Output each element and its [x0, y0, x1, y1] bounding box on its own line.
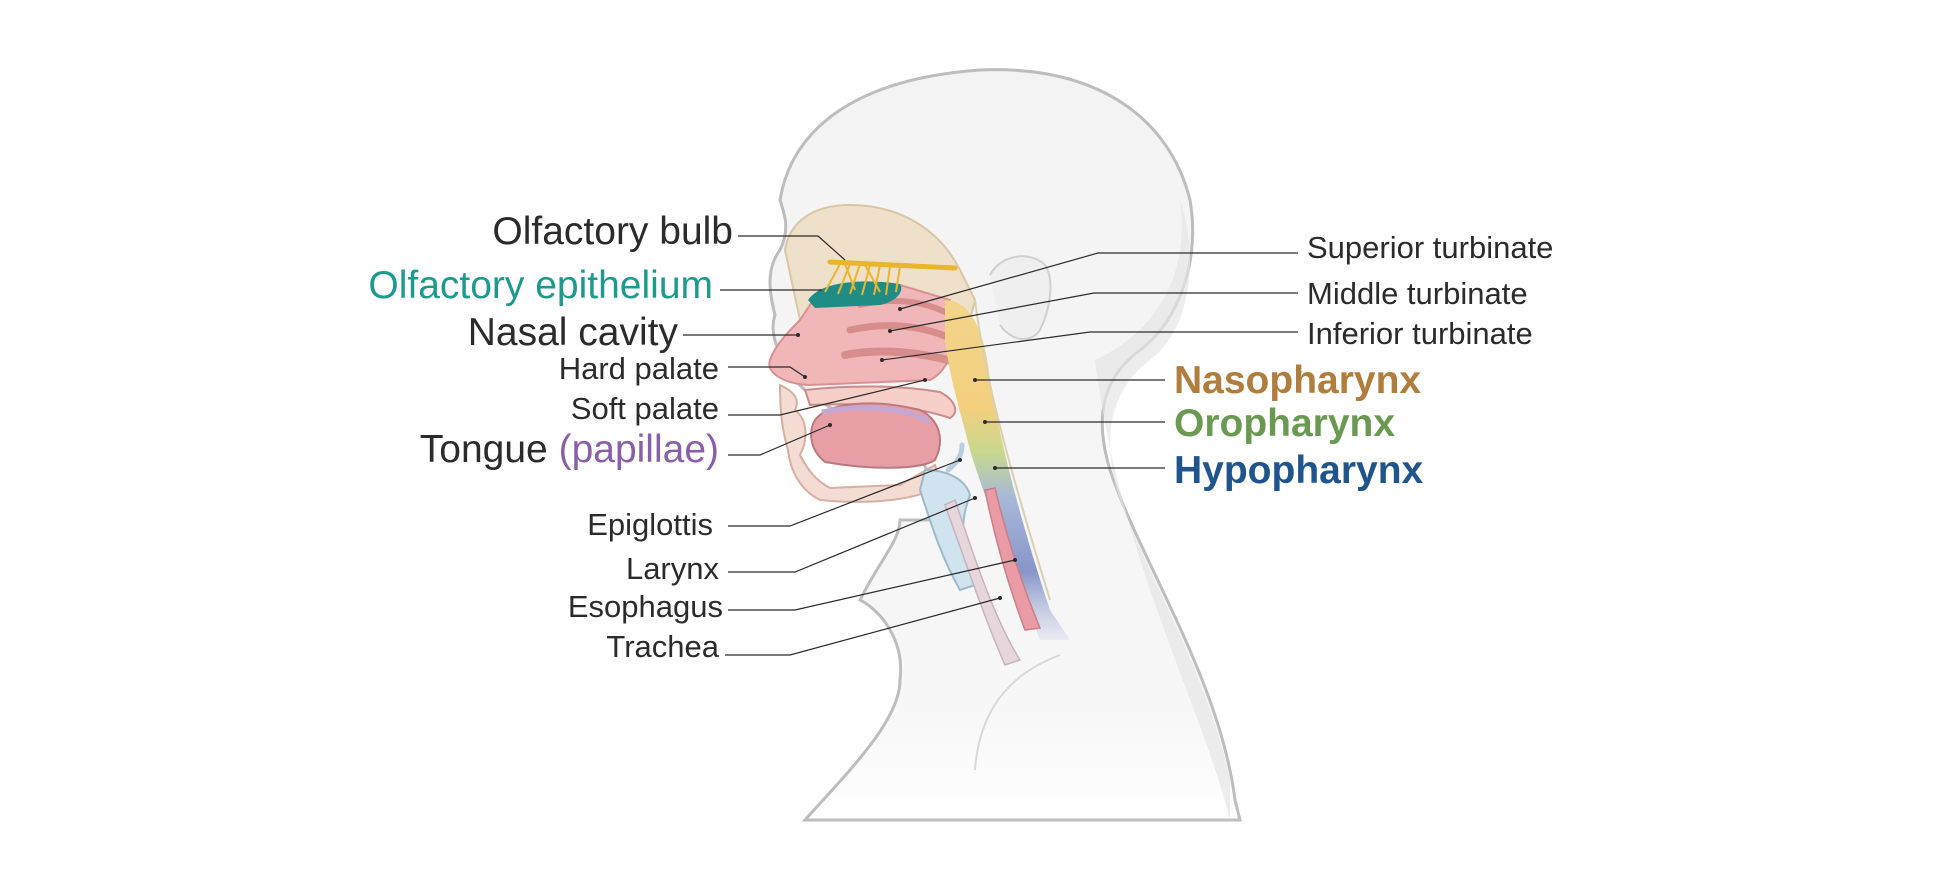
label-trachea: Trachea [606, 629, 719, 664]
neck-shadow [1095, 200, 1230, 820]
label-nasopharynx: Nasopharynx [1174, 359, 1422, 402]
esophagus-shape [984, 487, 1042, 631]
label-oropharynx: Oropharynx [1174, 402, 1396, 445]
shoulder-curve [974, 654, 1061, 771]
label-hypopharynx: Hypopharynx [1174, 449, 1424, 492]
label-esophagus: Esophagus [567, 589, 723, 624]
label-middle-turbinate: Middle turbinate [1307, 276, 1528, 311]
trachea-shape [944, 498, 1022, 666]
leader-dots [796, 307, 1017, 600]
tongue-region [810, 402, 941, 469]
label-soft-palate: Soft palate [570, 391, 719, 426]
label-tongue-text: Tongue [419, 428, 548, 471]
label-larynx: Larynx [625, 551, 719, 586]
olfactory-bulb-shape [827, 259, 958, 271]
label-olfactory-epithelium: Olfactory epithelium [368, 264, 713, 307]
label-hard-palate: Hard palate [558, 351, 719, 386]
label-nasal-cavity: Nasal cavity [467, 311, 678, 354]
label-olfactory-bulb: Olfactory bulb [492, 210, 733, 253]
label-superior-turbinate: Superior turbinate [1307, 230, 1554, 265]
pharynx-region [945, 300, 1070, 640]
label-tongue: Tongue (papillae) [420, 430, 719, 469]
label-inferior-turbinate: Inferior turbinate [1307, 316, 1533, 351]
label-epiglottis: Epiglottis [587, 507, 713, 542]
leader-lines [683, 235, 1298, 656]
ear-shape [989, 255, 1052, 340]
label-papillae: (papillae) [558, 428, 719, 471]
olfactory-nerve-fibers [824, 263, 901, 296]
